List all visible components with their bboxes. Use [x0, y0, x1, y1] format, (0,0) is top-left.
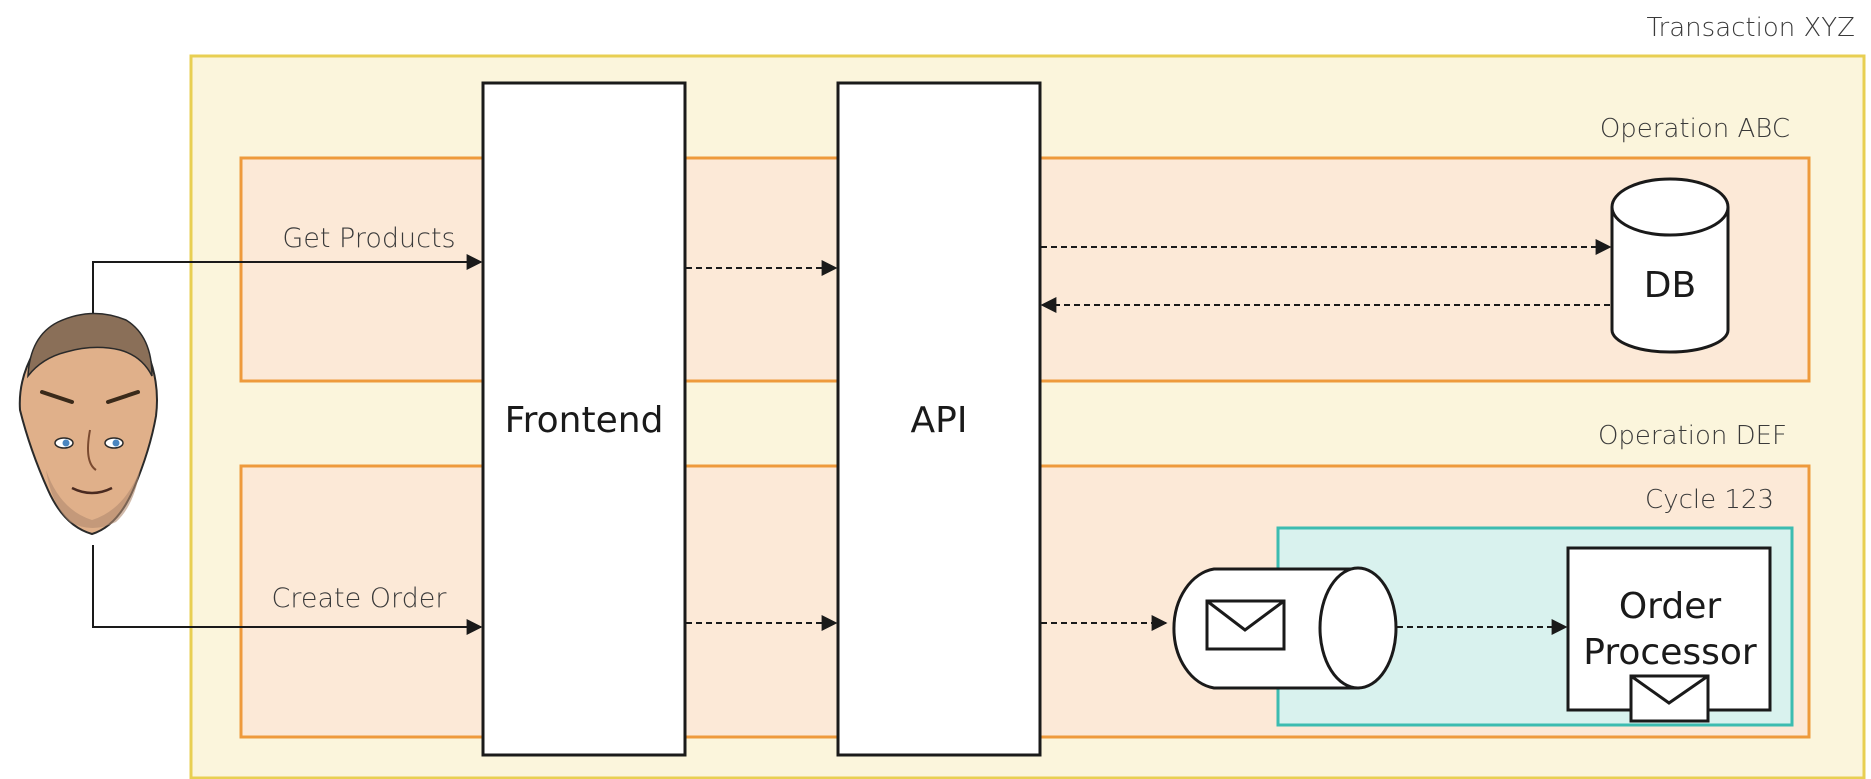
message-queue-icon[interactable] [1172, 566, 1398, 690]
transaction-label: Transaction XYZ [1646, 13, 1855, 43]
get-products-arrow [92, 254, 483, 325]
order-processor-block[interactable]: Order Processor [1566, 546, 1772, 723]
envelope-icon [1629, 674, 1710, 723]
frontend-block[interactable]: Frontend [481, 81, 687, 757]
order-processor-label-line2: Processor [1583, 632, 1757, 673]
database-icon[interactable]: DB [1610, 177, 1730, 354]
envelope-icon [1205, 599, 1286, 651]
create-order-arrow [92, 545, 483, 635]
operation-abc-label: Operation ABC [1600, 114, 1790, 144]
api-block[interactable]: API [836, 81, 1042, 757]
api-label: API [911, 400, 968, 441]
order-processor-label-line1: Order [1619, 586, 1722, 627]
get-products-label: Get Products [282, 223, 455, 254]
db-label: DB [1644, 265, 1696, 306]
frontend-label: Frontend [505, 400, 664, 441]
user-avatar-icon [18, 312, 158, 536]
operation-def-label: Operation DEF [1598, 421, 1787, 451]
cycle-label: Cycle 123 [1645, 485, 1774, 515]
create-order-label: Create Order [271, 583, 447, 614]
